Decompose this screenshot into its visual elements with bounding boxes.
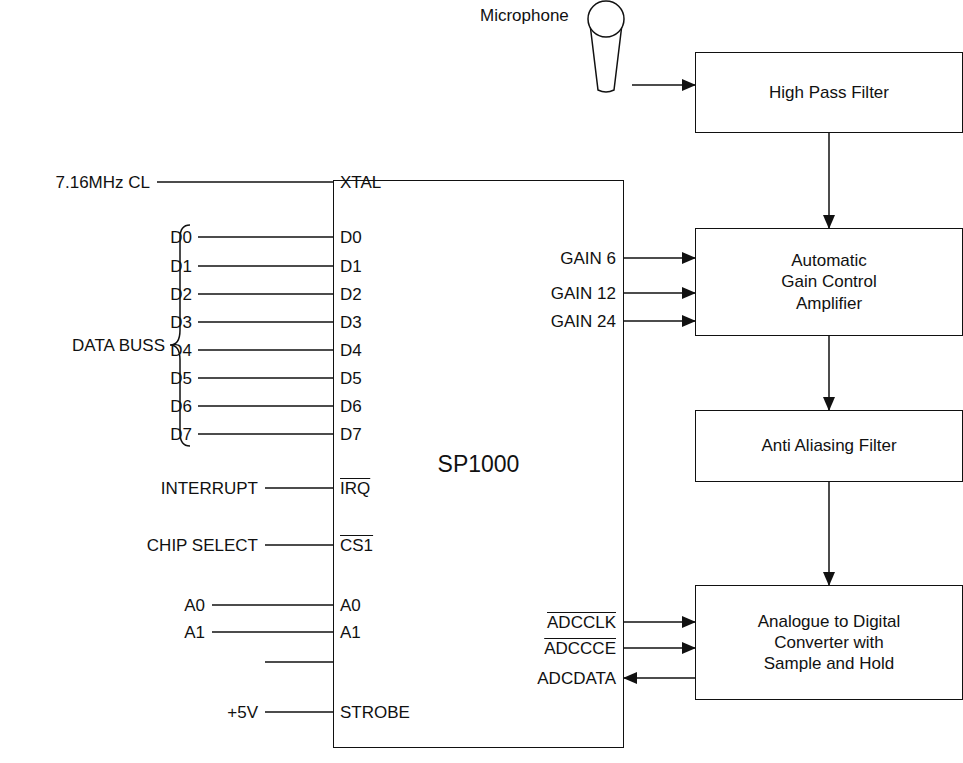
- signal-label: D0: [170, 229, 192, 246]
- signal-arrow: [828, 482, 830, 585]
- signal-label: D5: [340, 370, 362, 387]
- microphone-label: Microphone: [480, 6, 569, 26]
- signal-label: D2: [170, 286, 192, 303]
- signal-label: INTERRUPT: [161, 480, 258, 497]
- signal-arrow: [624, 292, 695, 294]
- amplifier-box: Automatic Gain Control Amplifier: [695, 228, 963, 336]
- signal-label: A1: [340, 624, 361, 641]
- signal-arrow: [624, 257, 695, 259]
- signal-label: D4: [170, 342, 192, 359]
- signal-label: ADCCCE: [544, 640, 616, 657]
- filter-box: Anti Aliasing Filter: [695, 410, 963, 482]
- signal-arrow: [632, 84, 695, 86]
- signal-label: D1: [340, 258, 362, 275]
- signal-label: D2: [340, 286, 362, 303]
- signal-label: GAIN 6: [560, 250, 616, 267]
- signal-label: D6: [170, 398, 192, 415]
- signal-arrow: [624, 647, 695, 649]
- box-label: SP1000: [438, 450, 520, 479]
- signal-label: GAIN 12: [551, 285, 616, 302]
- signal-label: D5: [170, 370, 192, 387]
- signal-label: D4: [340, 342, 362, 359]
- signal-label: A0: [340, 597, 361, 614]
- signal-arrow: [828, 336, 830, 410]
- box-label: Automatic Gain Control Amplifier: [774, 250, 884, 314]
- box-label: High Pass Filter: [769, 82, 889, 103]
- signal-label: D3: [170, 314, 192, 331]
- microphone: Microphone: [480, 0, 632, 95]
- box-label: Anti Aliasing Filter: [761, 435, 896, 456]
- signal-label: D0: [340, 229, 362, 246]
- signal-label: D7: [340, 426, 362, 443]
- signal-label: ADCDATA: [537, 670, 616, 687]
- signal-label: D3: [340, 314, 362, 331]
- signal-label: DATA BUSS: [72, 337, 165, 354]
- signal-label: CS1: [340, 537, 373, 554]
- converter-box: Analogue to Digital Converter with Sampl…: [695, 585, 963, 700]
- signal-label: D7: [170, 426, 192, 443]
- signal-label: D1: [170, 258, 192, 275]
- signal-arrow: [624, 677, 695, 679]
- signal-label: 7.16MHz CL: [56, 174, 150, 191]
- signal-label: XTAL: [340, 174, 381, 191]
- signal-label: GAIN 24: [551, 313, 616, 330]
- signal-arrow: [624, 621, 695, 623]
- signal-arrow: [828, 133, 830, 228]
- filter-box: High Pass Filter: [695, 52, 963, 133]
- box-label: Analogue to Digital Converter with Sampl…: [757, 611, 902, 675]
- signal-arrow: [624, 320, 695, 322]
- signal-label: STROBE: [340, 704, 410, 721]
- signal-label: IRQ: [340, 480, 370, 497]
- signal-label: CHIP SELECT: [147, 537, 258, 554]
- signal-label: D6: [340, 398, 362, 415]
- signal-label: +5V: [227, 704, 258, 721]
- signal-label: A0: [184, 597, 205, 614]
- signal-label: A1: [184, 624, 205, 641]
- signal-label: ADCCLK: [547, 614, 616, 631]
